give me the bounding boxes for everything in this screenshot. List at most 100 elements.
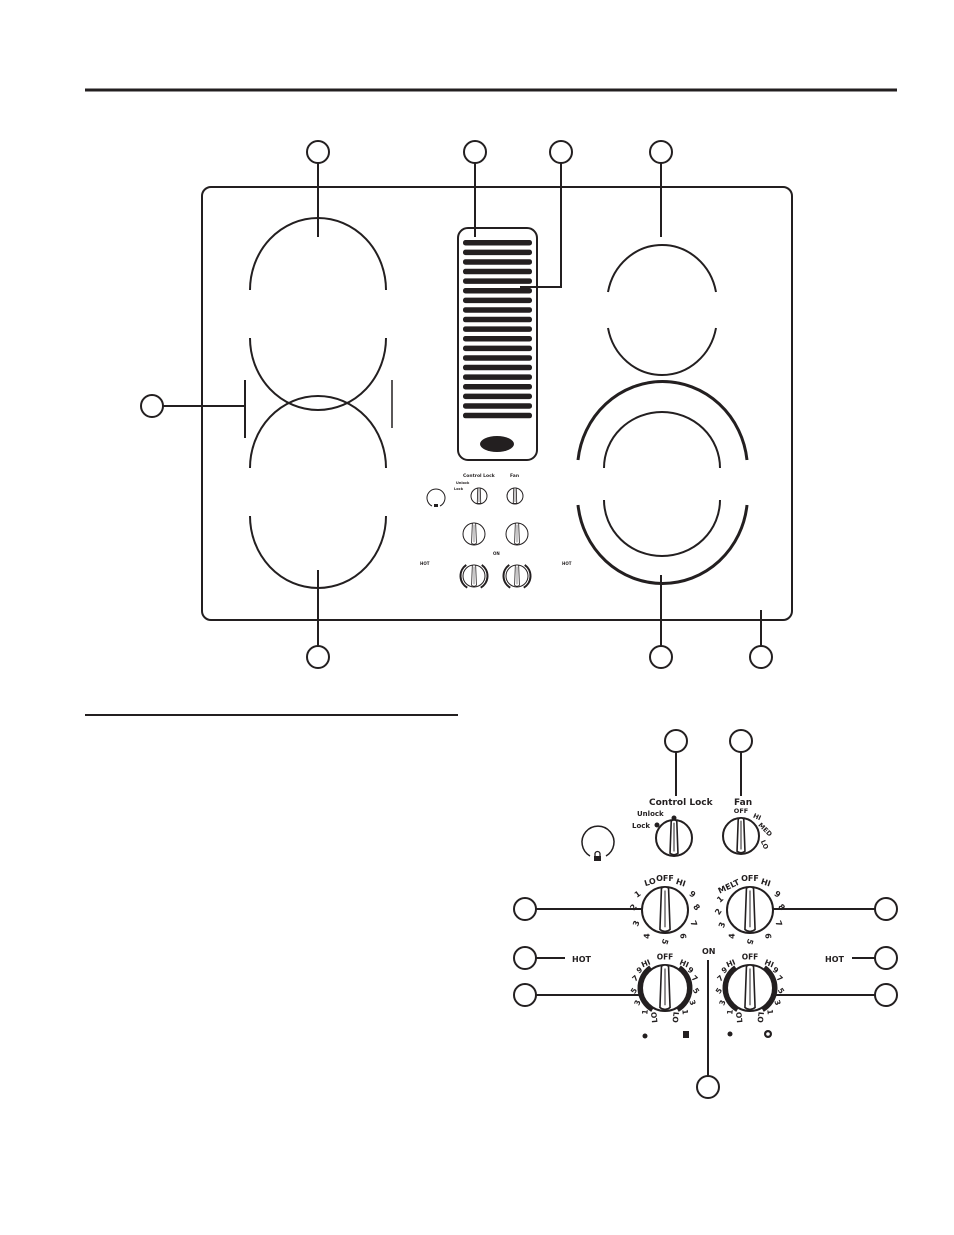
- callout-circle: [664, 729, 688, 753]
- single-element-dot-left: [642, 1033, 648, 1039]
- right-rear-knob-label: 1: [715, 894, 725, 905]
- left-front-knob-label: LO: [649, 1011, 659, 1023]
- right-front-knob-label: 7: [775, 973, 785, 983]
- callout-circle: [549, 140, 573, 164]
- mini-right-front-knob[interactable]: [502, 564, 532, 589]
- mini-right-rear-knob[interactable]: [505, 522, 529, 546]
- vent-slat: [463, 240, 532, 246]
- left-front-knob-label: 1: [640, 1009, 649, 1015]
- callout-circle: [306, 140, 330, 164]
- fan-knob-label: OFF: [734, 807, 748, 815]
- right-front-knob-label: OFF: [742, 952, 759, 961]
- vent-slat: [463, 412, 532, 419]
- mini-right-front-knob-hot-arc: [523, 564, 532, 589]
- burner-right-front-dual: [576, 380, 749, 585]
- vent-slat: [463, 278, 532, 284]
- vent-slat: [463, 384, 532, 390]
- control-lock-label: Control Lock: [649, 798, 714, 808]
- left-front-knob-label: 9: [635, 965, 644, 975]
- mini-left-rear-knob[interactable]: [462, 522, 486, 546]
- right-front-knob-label: 3: [717, 999, 727, 1007]
- right-rear-knob-label: 5: [744, 938, 754, 946]
- left-front-knob-label: LO: [671, 1011, 681, 1023]
- callout-circle: [729, 729, 753, 753]
- right-front-knob-hot-arc: [722, 965, 739, 1012]
- left-rear-knob-label: OFF: [656, 874, 674, 883]
- left-rear-knob-label: LO: [643, 876, 657, 888]
- padlock-icon: [594, 856, 601, 861]
- lock-indicator-light: [581, 825, 615, 857]
- callout-circle: [649, 645, 673, 669]
- leader-line: [520, 163, 562, 288]
- fan-knob-label: HI: [752, 812, 762, 823]
- mini-lock-indicator: [426, 488, 446, 507]
- mini-fan-label: Fan: [510, 473, 519, 479]
- hot-label-right: HOT: [825, 955, 844, 964]
- vent-slat: [463, 316, 532, 323]
- left-rear-knob-label: 1: [633, 889, 643, 900]
- vent-slat: [463, 374, 532, 380]
- right-front-knob-label: 9: [720, 965, 729, 975]
- right-front-knob-label: 5: [776, 986, 786, 995]
- left-front-knob-hot-arc: [637, 965, 654, 1012]
- mini-left-front-knob[interactable]: [459, 564, 489, 589]
- mini-fan-knob[interactable]: [506, 487, 524, 505]
- right-front-knob-label: HI: [763, 958, 775, 970]
- right-rear-knob-label: 2: [713, 907, 724, 917]
- right-front-knob-label: 1: [725, 1009, 734, 1015]
- lock-dot: [654, 822, 660, 828]
- left-front-knob-label: HI: [640, 958, 652, 970]
- callout-circle: [696, 1075, 720, 1099]
- left-rear-knob-label: 4: [642, 933, 651, 939]
- mini-unlock-label: Unlock: [456, 481, 470, 485]
- left-front-knob-label: 7: [690, 973, 700, 983]
- left-rear-knob-label: 9: [687, 889, 697, 900]
- right-front-knob-label: 7: [715, 973, 725, 983]
- callout-circle: [513, 983, 537, 1007]
- right-rear-knob-label: 9: [772, 889, 782, 900]
- left-front-knob-label: HI: [678, 958, 690, 970]
- left-front-knob-label: 5: [629, 986, 639, 995]
- vent-slat: [463, 345, 532, 352]
- left-rear-knob-label: 3: [631, 919, 641, 927]
- vent-slat: [463, 326, 532, 332]
- mini-hot-right: HOT: [562, 561, 572, 566]
- left-front-knob-label: 7: [630, 973, 640, 983]
- vent-slat: [463, 307, 532, 313]
- burner-left-front: [249, 395, 387, 589]
- single-element-dot-right: [727, 1031, 733, 1037]
- right-front-knob-label: 5: [714, 986, 724, 995]
- left-rear-knob-label: 8: [691, 902, 702, 912]
- vent-slat: [463, 393, 532, 400]
- left-rear-knob-label: 5: [659, 938, 669, 946]
- callout-circle: [140, 394, 164, 418]
- mini-control-lock-knob[interactable]: [470, 487, 488, 505]
- vent-slat: [463, 355, 532, 361]
- fan-label: Fan: [734, 798, 752, 808]
- mini-hot-left: HOT: [420, 561, 430, 566]
- vent-slat: [463, 364, 532, 371]
- mini-left-front-knob-hot-arc: [480, 564, 489, 589]
- burner-left-rear: [249, 217, 387, 411]
- left-front-knob-hot-arc: [676, 965, 693, 1012]
- control-lock-knob[interactable]: [655, 819, 693, 857]
- vent-slat: [463, 288, 532, 294]
- mini-control-panel: Control Lock Unlock Lock Fan HOT HOT ON: [420, 473, 572, 589]
- on-label: ON: [702, 947, 716, 956]
- cooktop-outline: [201, 186, 793, 621]
- vent-slat: [463, 336, 532, 342]
- right-front-knob-label: LO: [734, 1011, 744, 1023]
- mini-on-label: ON: [493, 551, 500, 556]
- left-front-knob-label: 9: [686, 965, 695, 975]
- right-rear-knob-label: 8: [776, 902, 787, 912]
- fan-knob-label: LO: [759, 839, 770, 851]
- vent-slat: [463, 268, 532, 275]
- left-rear-knob-label: 2: [628, 902, 639, 912]
- mini-left-front-knob-hot-arc: [459, 564, 468, 589]
